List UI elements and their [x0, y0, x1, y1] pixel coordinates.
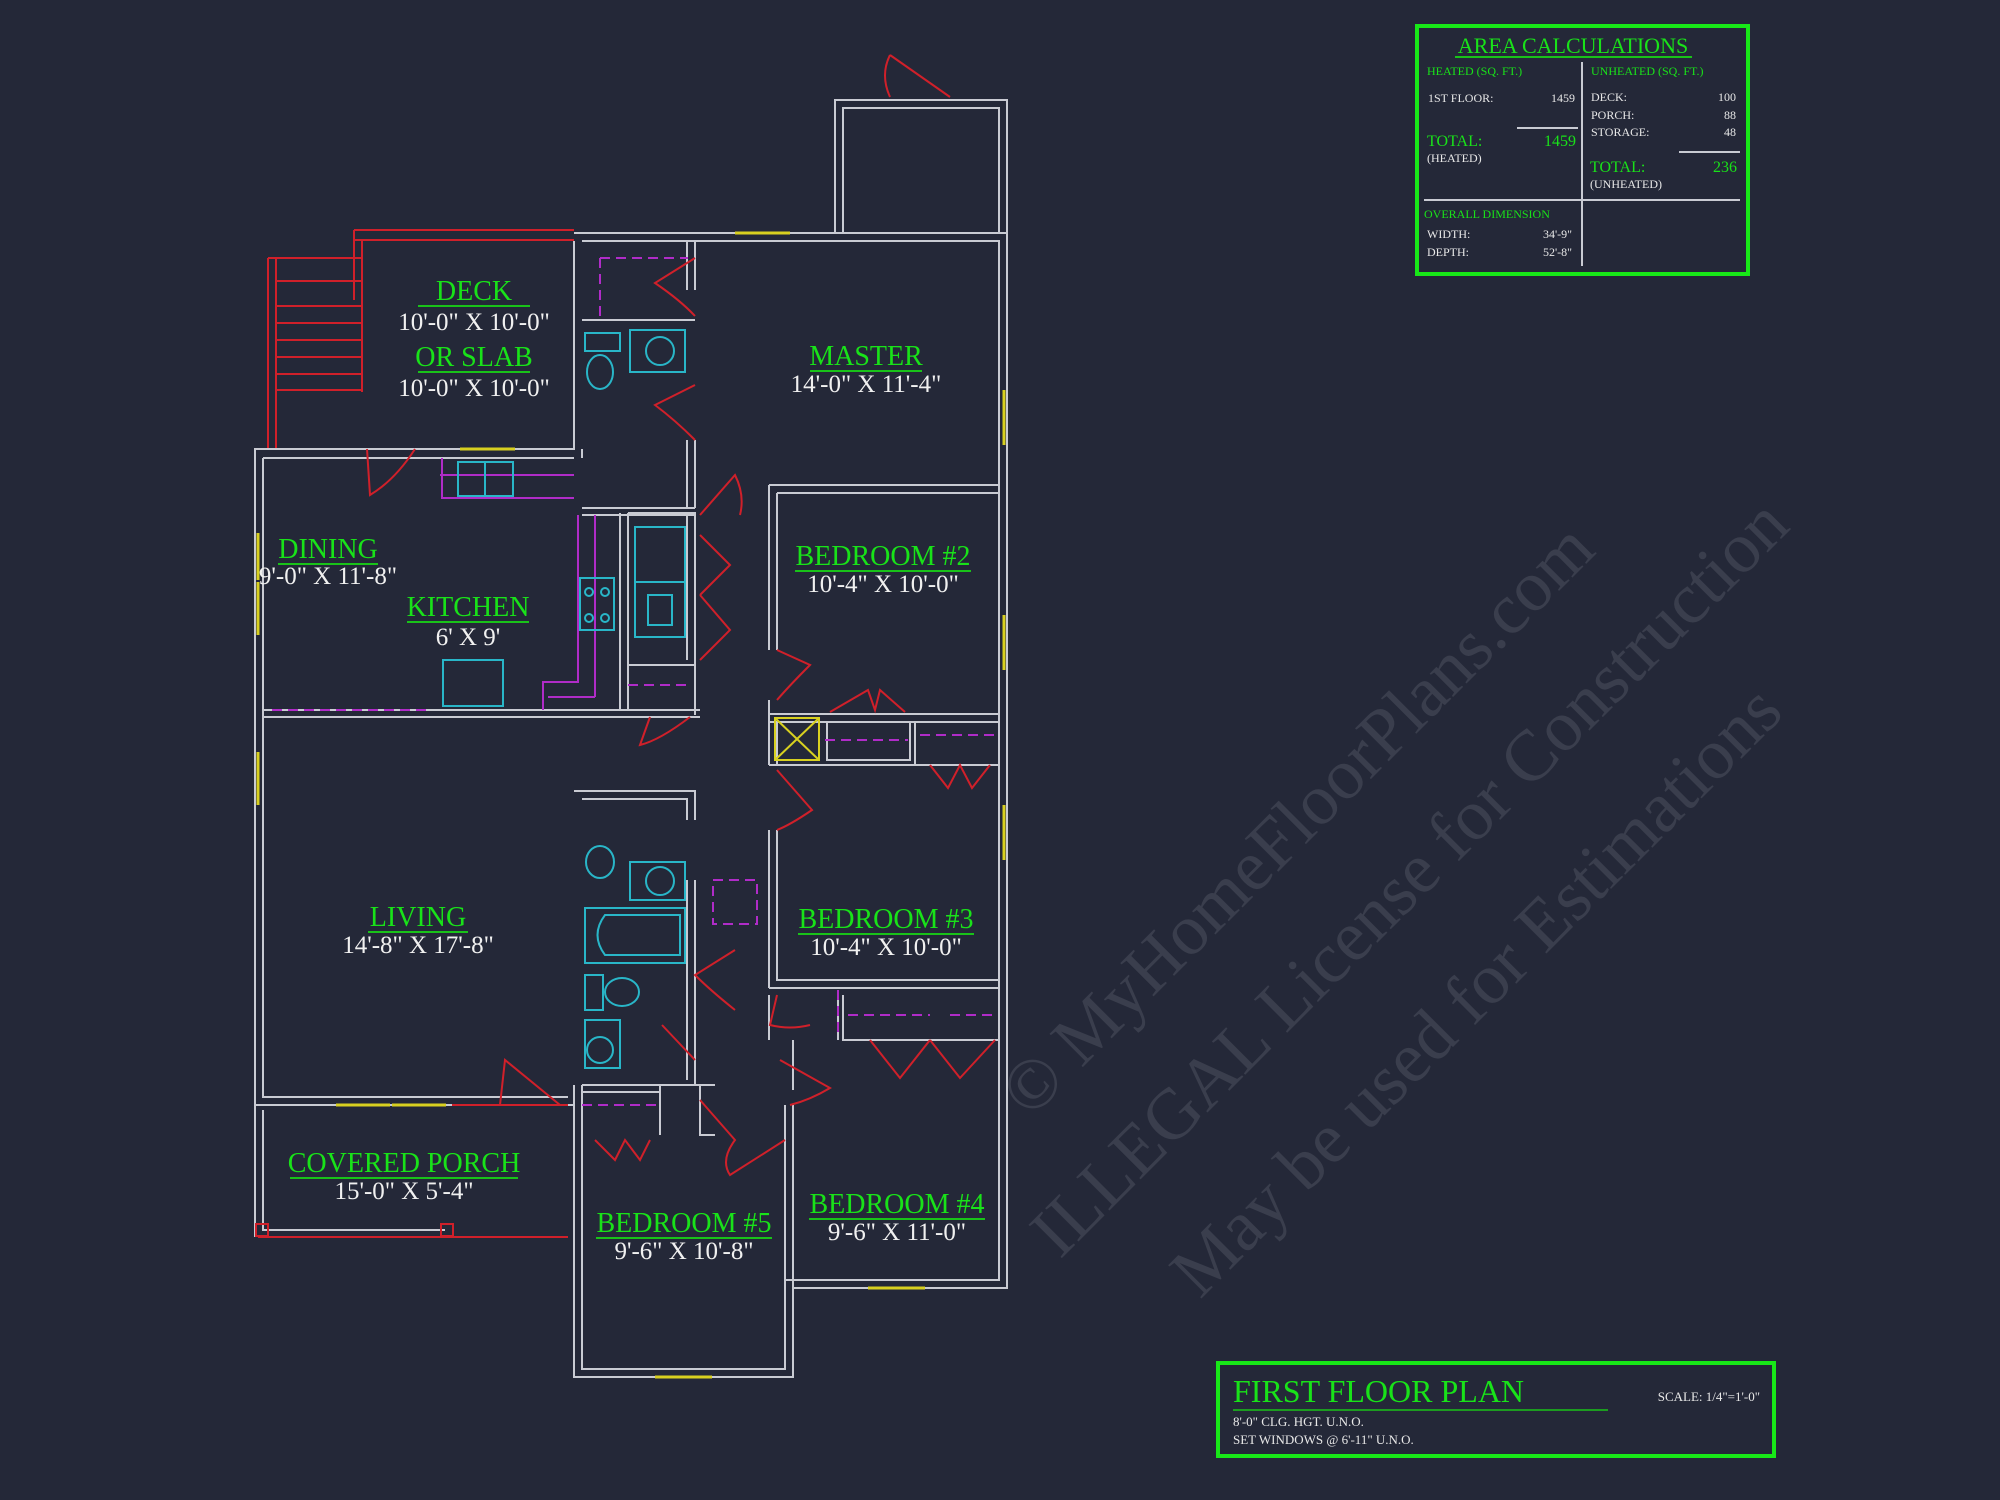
unheated-total-sub: (UNHEATED) — [1590, 177, 1662, 191]
room-name: BEDROOM #2 — [795, 541, 970, 572]
doors — [366, 54, 996, 1177]
unheated-row-value: 100 — [1718, 90, 1736, 104]
room-label-living: LIVING 14'-8" X 17'-8" — [342, 902, 494, 959]
unheated-header: UNHEATED (SQ. FT.) — [1591, 64, 1703, 78]
unheated-row-label: DECK: — [1591, 90, 1627, 104]
room-dims: 10'-4" X 10'-0" — [810, 934, 962, 961]
unheated-row-value: 48 — [1724, 125, 1736, 139]
cabinets — [272, 257, 998, 1106]
room-label-deck: DECK 10'-0" X 10'-0" OR SLAB 10'-0" X 10… — [398, 276, 550, 402]
unheated-row-label: PORCH: — [1591, 108, 1634, 122]
room-label-kitchen: KITCHEN 6' X 9' — [407, 592, 530, 651]
deck-structure — [267, 229, 574, 449]
room-label-bedroom-2: BEDROOM #2 10'-4" X 10'-0" — [795, 541, 971, 598]
heated-header: HEATED (SQ. FT.) — [1427, 64, 1522, 78]
room-name: LIVING — [370, 902, 466, 933]
scale-text: SCALE: 1/4"=1'-0" — [1658, 1389, 1760, 1404]
plan-title: FIRST FLOOR PLAN — [1233, 1373, 1524, 1409]
room-name: COVERED PORCH — [288, 1148, 521, 1179]
walls — [254, 99, 1008, 1378]
room-label-bedroom-5: BEDROOM #5 9'-6" X 10'-8" — [596, 1208, 772, 1265]
note-window-height: SET WINDOWS @ 6'-11" U.N.O. — [1233, 1432, 1414, 1447]
width-label: WIDTH: — [1427, 227, 1470, 241]
room-dims: 9'-6" X 11'-0" — [828, 1219, 966, 1246]
room-label-bedroom-4: BEDROOM #4 9'-6" X 11'-0" — [809, 1189, 985, 1246]
unheated-row-label: STORAGE: — [1591, 125, 1649, 139]
room-name: MASTER — [809, 341, 923, 372]
note-ceiling-height: 8'-0" CLG. HGT. U.N.O. — [1233, 1414, 1364, 1429]
heated-total-sub: (HEATED) — [1427, 151, 1482, 165]
unheated-total-value: 236 — [1713, 159, 1737, 176]
room-name: DINING — [278, 534, 378, 565]
area-title: AREA CALCULATIONS — [1458, 33, 1688, 58]
heated-total-value: 1459 — [1544, 133, 1576, 150]
room-dims: 10'-4" X 10'-0" — [807, 571, 959, 598]
depth-label: DEPTH: — [1427, 245, 1469, 259]
heated-total-label: TOTAL: — [1427, 133, 1482, 150]
room-dims: 14'-0" X 11'-4" — [791, 371, 942, 398]
room-dims: 14'-8" X 17'-8" — [342, 932, 494, 959]
overall-dimension-header: OVERALL DIMENSION — [1424, 207, 1550, 221]
room-label-dining: DINING 9'-0" X 11'-8" — [259, 534, 397, 590]
room-alt-name: OR SLAB — [415, 342, 532, 373]
unheated-row-value: 88 — [1724, 108, 1736, 122]
attic-hatch — [774, 717, 820, 761]
room-name: DECK — [436, 276, 512, 307]
room-name: KITCHEN — [407, 592, 530, 623]
room-label-bedroom-3: BEDROOM #3 10'-4" X 10'-0" — [798, 904, 974, 961]
room-dims: 10'-0" X 10'-0" — [398, 309, 550, 336]
room-dims: 9'-0" X 11'-8" — [259, 563, 397, 590]
room-name: BEDROOM #3 — [798, 904, 973, 935]
room-name: BEDROOM #5 — [596, 1208, 771, 1239]
unheated-total-label: TOTAL: — [1590, 159, 1645, 176]
room-label-covered-porch: COVERED PORCH 15'-0" X 5'-4" — [288, 1148, 521, 1205]
watermark-line-2: ILLEGAL License for Construction — [1015, 483, 1803, 1271]
windows — [256, 231, 1006, 1379]
room-label-master: MASTER 14'-0" X 11'-4" — [791, 341, 942, 398]
heated-row-label: 1ST FLOOR: — [1428, 91, 1493, 105]
room-alt-dims: 10'-0" X 10'-0" — [398, 375, 550, 402]
room-name: BEDROOM #4 — [809, 1189, 984, 1220]
area-calculations-table: AREA CALCULATIONS HEATED (SQ. FT.) UNHEA… — [1415, 24, 1750, 276]
room-dims: 6' X 9' — [436, 624, 501, 651]
watermark: © MyHomeFloorPlans.com ILLEGAL License f… — [985, 483, 1803, 1311]
title-block: FIRST FLOOR PLAN SCALE: 1/4"=1'-0" 8'-0"… — [1216, 1361, 1776, 1458]
room-dims: 9'-6" X 10'-8" — [614, 1238, 753, 1265]
room-dims: 15'-0" X 5'-4" — [334, 1178, 473, 1205]
depth-value: 52'-8" — [1543, 245, 1572, 259]
width-value: 34'-9" — [1543, 227, 1572, 241]
fixtures — [442, 329, 686, 1069]
heated-row-value: 1459 — [1551, 91, 1575, 105]
